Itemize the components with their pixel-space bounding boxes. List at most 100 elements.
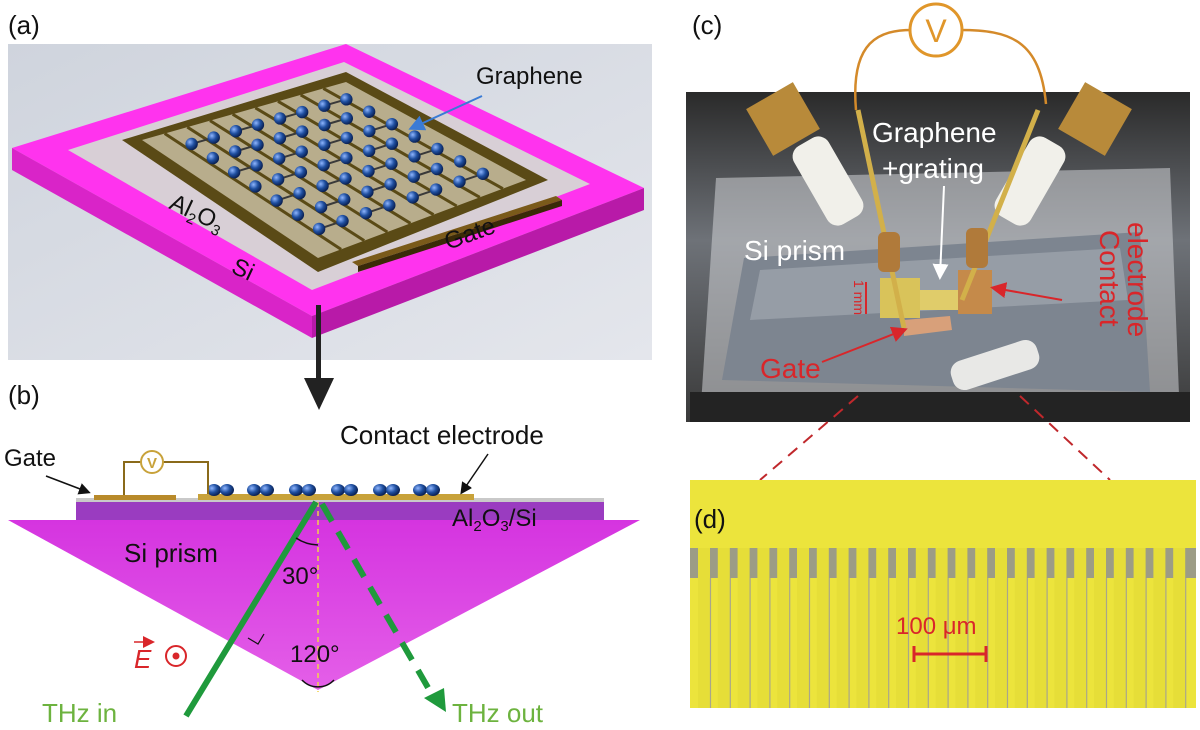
graphene-atom [340, 131, 354, 145]
grating-finger [995, 548, 1007, 708]
voltmeter-b [140, 450, 164, 474]
grating-finger [717, 548, 730, 708]
graphene-atom [229, 125, 243, 138]
al2o3-si-substrate [76, 500, 604, 520]
voltmeter-wire [123, 461, 209, 495]
graphene-atom [317, 158, 330, 172]
contact-line2-c: electrode [1122, 222, 1153, 337]
grating-finger [955, 548, 968, 708]
graphene-atom [295, 105, 309, 119]
graphene-atom [476, 167, 490, 180]
voltmeter-wire-c [853, 28, 1048, 111]
graphene-atom [185, 137, 198, 151]
si-substrate-side-left [12, 148, 312, 338]
probe-needle-left [855, 109, 907, 329]
grating-finger [698, 548, 710, 708]
panel-a: (a) Graphene Al2O3 Si Gate [8, 10, 652, 360]
graphene-atom [344, 484, 358, 496]
thz-out-beam [319, 502, 437, 700]
graphene-atom [362, 144, 376, 158]
graphene-atom [431, 142, 444, 156]
graphene-atom [408, 150, 421, 163]
si-prism [8, 520, 640, 690]
grating-finger [935, 548, 948, 708]
grating-finger [856, 548, 869, 708]
efield-label: E [134, 644, 152, 674]
panel-c-tag: (c) [692, 10, 722, 40]
graphene-atom [373, 484, 387, 496]
grating-finger [915, 548, 928, 708]
arrow-shaft [316, 305, 321, 385]
si-substrate-side-right [312, 188, 644, 338]
grating-finger [896, 548, 908, 708]
graphene-atom [294, 165, 308, 179]
graphene-atom [260, 484, 274, 496]
graphene-lattice [185, 93, 490, 236]
graphene-atom [413, 484, 427, 496]
right-angle-mark [247, 633, 265, 645]
probe-left-spring [746, 82, 820, 156]
graphene-atom [206, 151, 220, 165]
graphene-atom [386, 484, 400, 496]
graphene-atom [362, 164, 375, 178]
graphene-atom [339, 172, 352, 185]
graphene-atom [384, 178, 397, 191]
graphene-atom [228, 145, 242, 158]
graphene-atom [318, 99, 331, 112]
grating-finger [836, 548, 849, 708]
grating-finger [737, 548, 750, 708]
graphene-atom [340, 151, 353, 165]
graphene-atom [295, 145, 308, 158]
grating-finger [1054, 548, 1067, 708]
grating-finger [1113, 548, 1126, 708]
si-prism-label-c: Si prism [744, 235, 845, 266]
gate-pointer-c [821, 326, 908, 363]
graphene-label: Graphene [476, 63, 583, 90]
graphene-atom [272, 152, 286, 165]
grating-finger [1173, 548, 1186, 708]
graphene-atom [318, 118, 331, 132]
graphene-atom [318, 138, 331, 151]
grating-fingers [698, 548, 1187, 708]
graphene-row [207, 484, 440, 496]
grating-finger [876, 548, 889, 708]
thz-in-beam [183, 500, 319, 718]
graphene-atom [251, 138, 264, 152]
graphene-pointer-arrow [408, 95, 483, 131]
contact-electrode-b [198, 494, 474, 500]
panel-a-tag: (a) [8, 10, 40, 40]
gate-electrode-shadow [358, 200, 562, 272]
contact-line1-c: Contact [1094, 230, 1125, 327]
gate-label-c: Gate [760, 353, 821, 384]
gate-label-b: Gate [4, 445, 56, 472]
substrate-label: Al2O3/Si [452, 505, 537, 535]
graphene-atom [251, 118, 265, 132]
grating-finger [1034, 548, 1047, 708]
graphene-atom [273, 132, 287, 145]
scale-100um-label: 100 μm [896, 613, 977, 640]
voltmeter-c-label: V [925, 13, 947, 49]
graphene-atom [359, 206, 373, 220]
contact-pointer-c [990, 282, 1063, 301]
graphene-atom [407, 170, 420, 183]
graphene-atom [312, 222, 326, 236]
grating-finger [1094, 548, 1106, 708]
probe-right-spring [1058, 82, 1132, 156]
thz-in-label: THz in [42, 698, 117, 728]
prism-glass-highlight [750, 248, 1128, 320]
gate-electrode-b [94, 495, 176, 500]
graphene-atom [247, 484, 261, 496]
graphene-atom [295, 125, 309, 138]
arrow-head [304, 378, 334, 410]
probe-needle-right [959, 109, 1041, 301]
panel-b-tag: (b) [8, 380, 40, 410]
graphene-atom [406, 191, 419, 204]
graphene-atom [336, 214, 349, 228]
graphene-atom [338, 193, 351, 206]
graphene-atom [385, 137, 399, 150]
graphene-atom [207, 484, 221, 496]
grating-finger [816, 548, 829, 708]
thz-out-label: THz out [452, 698, 544, 728]
probe-lower-holder [950, 339, 1040, 391]
